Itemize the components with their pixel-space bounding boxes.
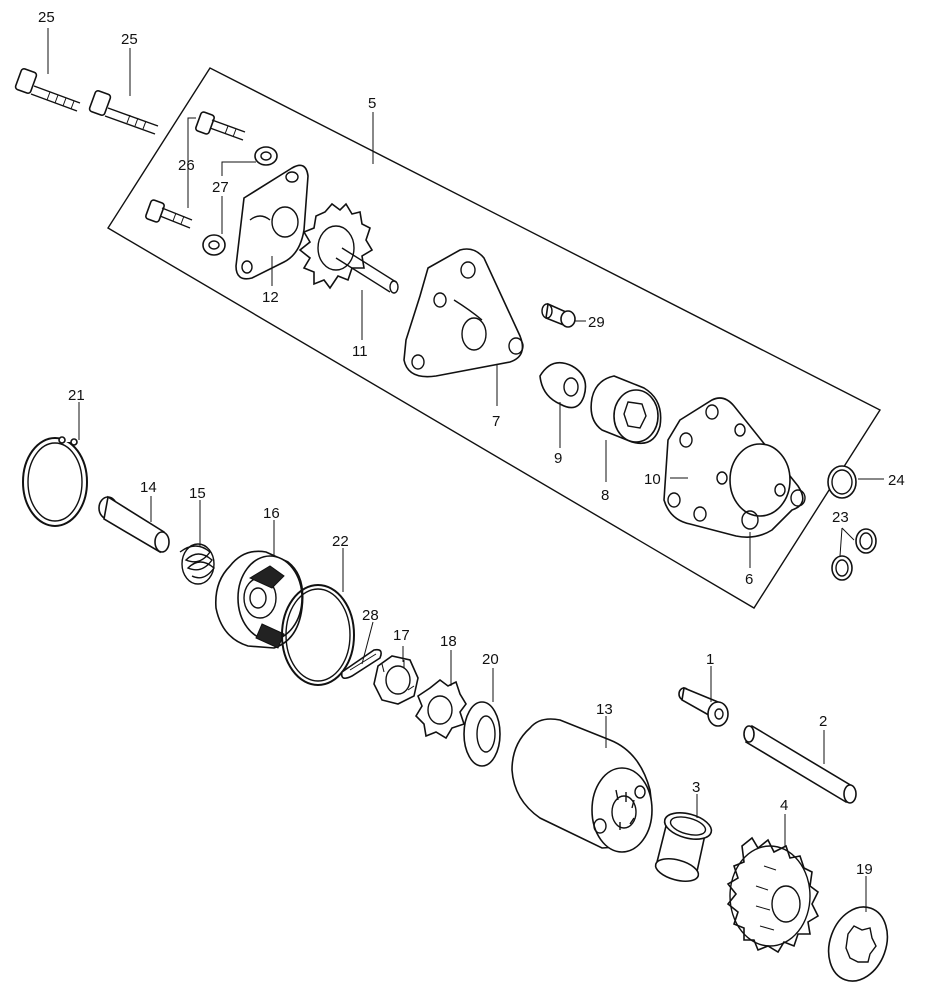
callout-12: 12: [262, 289, 279, 306]
part-23-oring-a: [855, 528, 877, 554]
part-22-oring: [281, 584, 355, 686]
callout-27: 27: [212, 179, 229, 196]
callout-9: 9: [554, 450, 562, 467]
callout-17: 17: [393, 627, 410, 644]
callout-4: 4: [780, 797, 788, 814]
callout-11: 11: [352, 343, 368, 360]
part-25-bolt-b: [88, 89, 159, 135]
callout-5: 5: [368, 95, 376, 112]
callout-2: 2: [819, 713, 827, 730]
part-23-oring-b: [831, 555, 853, 581]
callout-1: 1: [706, 651, 714, 668]
part-15-spring: [179, 543, 215, 585]
part-18-lock-washer: [414, 678, 467, 740]
part-14-pin: [98, 495, 170, 554]
callout-13: 13: [596, 701, 613, 718]
callout-25-b: 25: [121, 31, 138, 48]
callout-19: 19: [856, 861, 873, 878]
callout-7: 7: [492, 413, 500, 430]
callout-29: 29: [588, 314, 605, 331]
part-27-washer-a: [254, 146, 278, 166]
part-2-shaft: [743, 724, 857, 804]
part-27-washer-b: [202, 234, 226, 256]
callout-24: 24: [888, 472, 905, 489]
callout-16: 16: [263, 505, 280, 522]
callout-6: 6: [745, 571, 753, 588]
part-19-splined-washer: [827, 906, 889, 982]
leader-lines: [47, 28, 884, 912]
callout-8: 8: [601, 487, 609, 504]
part-29-dowel: [541, 302, 576, 328]
part-25-bolt-a: [14, 67, 81, 112]
part-4-gear: [726, 836, 820, 954]
part-1-pin: [678, 686, 729, 727]
part-26-bolt-b: [145, 199, 193, 229]
part-13-clutch-housing: [511, 718, 653, 853]
callout-25-a: 25: [38, 9, 55, 26]
callout-22: 22: [332, 533, 349, 550]
part-16-cover: [214, 550, 304, 649]
callout-18: 18: [440, 633, 457, 650]
part-6-pump-body: [663, 397, 806, 538]
callout-3: 3: [692, 779, 700, 796]
callout-10: 10: [644, 471, 661, 488]
part-21-snap-ring: [22, 436, 88, 527]
part-20-washer: [463, 701, 501, 767]
callout-26: 26: [178, 157, 195, 174]
part-9-inner-rotor: [539, 361, 587, 409]
part-8-outer-rotor: [590, 375, 662, 445]
part-3-bushing: [654, 812, 713, 883]
part-26-bolt-a: [195, 111, 246, 141]
callout-28: 28: [362, 607, 379, 624]
callout-21: 21: [68, 387, 85, 404]
callout-23: 23: [832, 509, 849, 526]
callout-14: 14: [140, 479, 157, 496]
part-7-pump-plate: [403, 248, 524, 378]
part-17-castle-nut: [373, 655, 419, 705]
callout-labels: 25 25 5 26 27 12 11 29 7 9 8 10 24 23 6 …: [38, 9, 905, 878]
callout-20: 20: [482, 651, 499, 668]
callout-15: 15: [189, 485, 206, 502]
part-24-oring: [827, 465, 857, 499]
part-11-gear-shaft: [298, 202, 399, 294]
assembly-5-boundary: [107, 67, 882, 609]
part-12-bracket: [235, 164, 309, 280]
